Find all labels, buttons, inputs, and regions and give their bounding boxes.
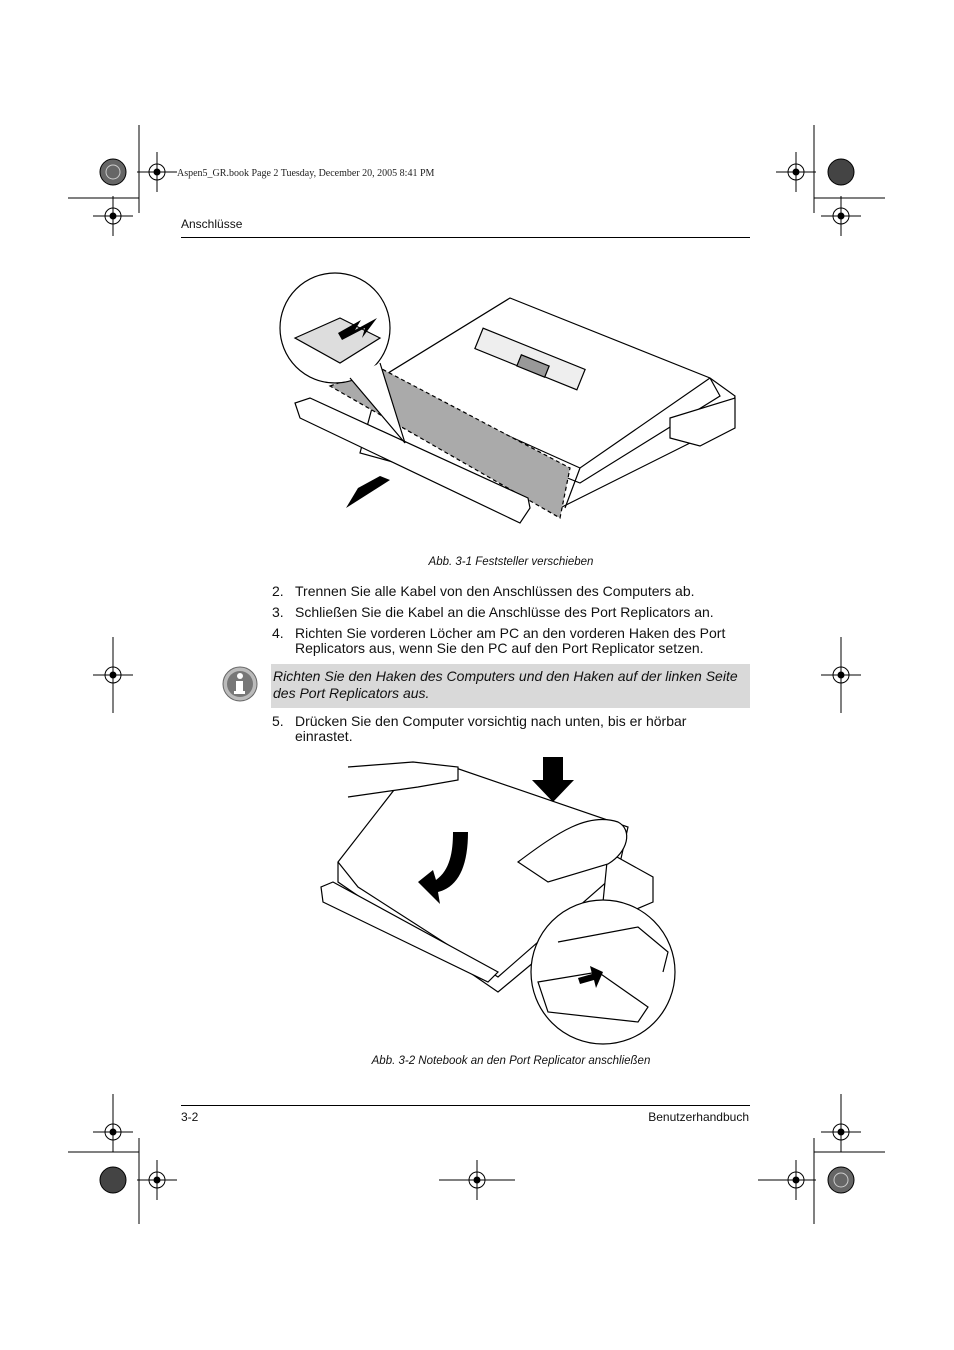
registration-mark-icon xyxy=(93,152,861,1200)
list-item: 4. Richten Sie vorderen Löcher am PC an … xyxy=(272,625,726,656)
color-target-icon xyxy=(99,158,855,1194)
arrow-icon xyxy=(578,966,603,988)
book-title: Benutzerhandbuch xyxy=(648,1110,749,1124)
list-item: 3. Schließen Sie die Kabel an die Anschl… xyxy=(272,604,714,620)
print-info: Aspen5_GR.book Page 2 Tuesday, December … xyxy=(177,168,435,179)
arrow-icon xyxy=(418,832,468,904)
figure-2-caption: Abb. 3-2 Notebook an den Port Replicator… xyxy=(371,1055,651,1067)
arrow-icon xyxy=(532,757,574,802)
list-item: 5. Drücken Sie den Computer vorsichtig n… xyxy=(272,713,687,744)
note-box: Richten Sie den Haken des Computers und … xyxy=(271,664,750,708)
figure-1-caption: Abb. 3-1 Feststeller verschieben xyxy=(428,556,594,568)
arrow-icon xyxy=(338,318,377,340)
header-rule xyxy=(181,237,750,238)
list-item: 2. Trennen Sie alle Kabel von den Anschl… xyxy=(272,583,695,599)
figure-1-illustration xyxy=(279,272,736,524)
figure-2-illustration xyxy=(320,757,676,1045)
info-icon xyxy=(222,666,258,702)
arrow-icon xyxy=(346,476,390,508)
footer-rule xyxy=(181,1105,750,1106)
page-number: 3-2 xyxy=(181,1110,199,1124)
page-header-section: Anschlüsse xyxy=(181,217,243,231)
